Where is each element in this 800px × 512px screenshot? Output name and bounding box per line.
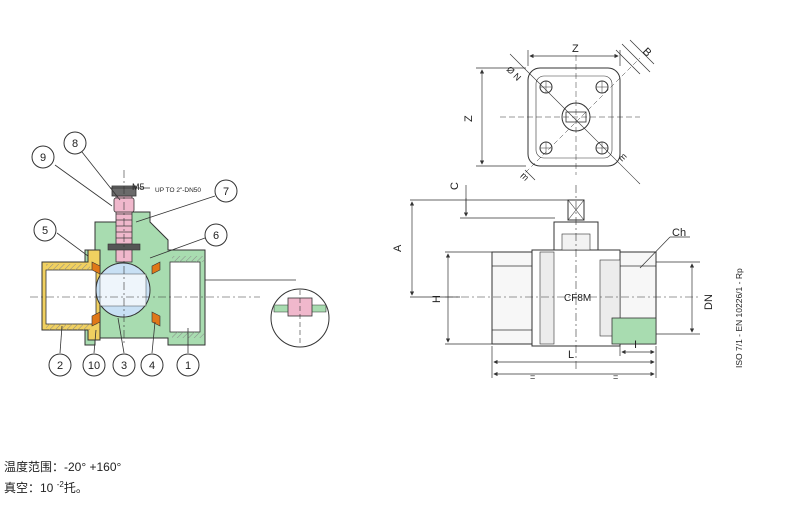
- callout-circle: [48, 353, 72, 377]
- callout-circle: [176, 353, 200, 377]
- thread-note-size: UP TO 2"-DN50: [155, 187, 201, 194]
- vacuum-prefix: 真空：10: [4, 481, 57, 495]
- dim-I: I: [634, 339, 637, 351]
- valve-front-view: CF8M: [392, 182, 744, 382]
- callout-circle: [31, 145, 55, 169]
- callout-9: 9: [31, 145, 55, 169]
- dim-DN: DN: [703, 294, 715, 310]
- left-bore: [45, 269, 97, 325]
- vacuum-exponent: -2: [56, 480, 64, 489]
- seat-left-bottom: [91, 311, 101, 327]
- callout-number: 7: [223, 186, 229, 198]
- callout-number: 1: [185, 360, 191, 372]
- callout-circle: [204, 223, 228, 247]
- dim-Z-top: Z: [572, 43, 579, 55]
- callout-number: 9: [40, 152, 46, 164]
- front-left-hex: [491, 251, 533, 345]
- callout-6: 6: [204, 223, 228, 247]
- callout-number: 3: [121, 360, 127, 372]
- callout-number: 4: [149, 360, 155, 372]
- right-thread: [172, 256, 204, 262]
- dim-Z-side: Z: [463, 115, 475, 122]
- callout-5: 5: [33, 218, 57, 242]
- callout-circle: [214, 179, 238, 203]
- temperature-range-text: 温度范围：-20° +160°: [4, 460, 122, 474]
- dim-C: C: [449, 182, 461, 190]
- seat-right: [151, 261, 161, 275]
- vacuum-suffix: 托。: [63, 481, 88, 495]
- flange-top-view: Z Z B Ø N m m: [463, 39, 655, 185]
- callout-8: 8: [63, 131, 87, 155]
- ch-label: Ch: [672, 227, 686, 239]
- dim-H: H: [431, 295, 443, 303]
- front-green-strip: [611, 317, 657, 345]
- standard-note: ISO 7/1 - EN 10226/1 - Rp: [734, 268, 744, 368]
- vacuum-text: 真空：10 -2托。: [4, 479, 88, 496]
- dim-N: Ø N: [505, 64, 523, 82]
- callout-group: 9 8 7 5 6 2 10 3 4 1: [31, 131, 238, 377]
- material-mark: CF8M: [564, 293, 591, 304]
- callout-2: 2: [48, 353, 72, 377]
- equal-right: =: [613, 372, 618, 382]
- callout-circle: [63, 131, 87, 155]
- seat-left: [91, 261, 101, 275]
- callout-number: 5: [42, 225, 48, 237]
- callout-circle: [112, 353, 136, 377]
- leader-lines: [54, 151, 216, 354]
- callout-circle: [82, 353, 106, 377]
- valve-section-view: M5 UP TO 2"-DN50: [30, 151, 330, 354]
- dim-A: A: [392, 244, 404, 252]
- technical-drawing: M5 UP TO 2"-DN50 9 8 7 5 6 2 10 3 4 1: [30, 39, 744, 382]
- thread-note: M5: [132, 182, 145, 192]
- callout-7: 7: [214, 179, 238, 203]
- callout-circle: [140, 353, 164, 377]
- ball-bore: [99, 273, 147, 307]
- callout-4: 4: [140, 353, 164, 377]
- equal-left: =: [530, 372, 535, 382]
- left-thread-bottom: [46, 324, 90, 330]
- dim-m-left: m: [519, 170, 531, 182]
- seat-right-bottom: [151, 311, 161, 327]
- left-thread: [46, 264, 90, 270]
- dim-B: B: [640, 46, 654, 60]
- callout-1: 1: [176, 353, 200, 377]
- callout-number: 2: [57, 360, 63, 372]
- callout-number: 6: [213, 230, 219, 242]
- dim-L: L: [568, 349, 574, 361]
- callout-number: 10: [88, 360, 100, 372]
- callout-10: 10: [82, 353, 106, 377]
- callout-number: 8: [72, 138, 78, 150]
- callout-3: 3: [112, 353, 136, 377]
- callout-circle: [33, 218, 57, 242]
